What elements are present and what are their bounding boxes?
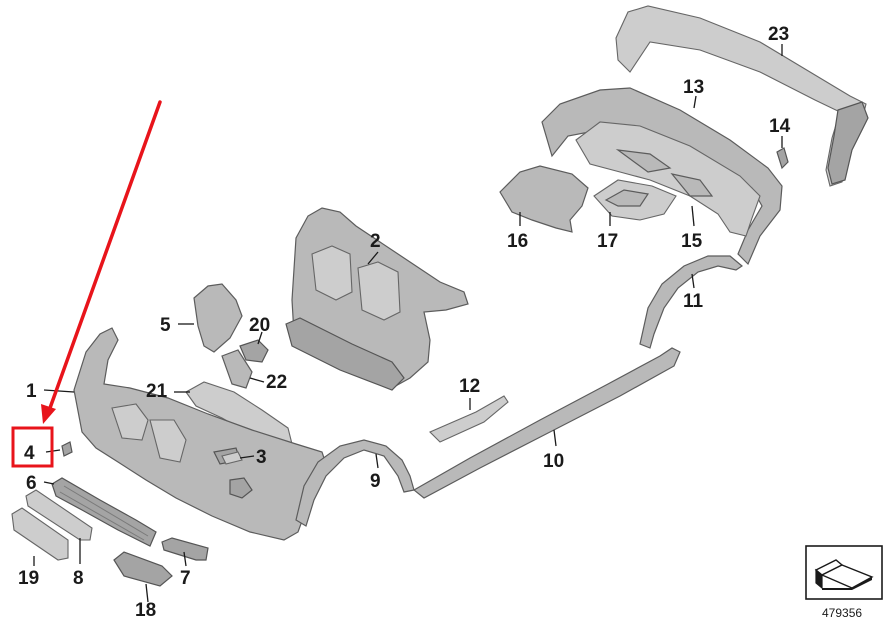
vehicle-view-icon: [814, 559, 874, 590]
part-clip-14: [776, 147, 789, 170]
part-emblem-3: [221, 451, 243, 465]
callout-21: 21: [146, 381, 168, 402]
part-arch-front-9: [295, 439, 415, 527]
part-radiator-support-2: [285, 207, 469, 391]
callout-8: 8: [73, 568, 84, 589]
part-shield-16: [499, 165, 589, 233]
callout-9: 9: [370, 471, 381, 492]
highlight-arrow: [48, 100, 162, 410]
callout-5: 5: [160, 315, 171, 336]
part-fog-trim-7: [161, 537, 209, 561]
part-sill-trim-12: [429, 395, 509, 443]
callout-17: 17: [597, 231, 618, 252]
callout-16: 16: [507, 231, 528, 252]
callout-13: 13: [683, 77, 704, 98]
callout-1: 1: [26, 381, 37, 402]
part-plate-17: [593, 179, 677, 221]
part-air-duct-5: [193, 283, 243, 353]
highlight-box: [11, 426, 54, 468]
leader-lines: [33, 44, 783, 603]
part-lower-strip-8: [25, 489, 93, 541]
part-bracket-22: [221, 349, 253, 389]
callout-7: 7: [180, 568, 191, 589]
reference-badge: 479356: [805, 545, 883, 620]
callout-18: 18: [135, 600, 156, 621]
callout-6: 6: [26, 473, 37, 494]
callout-15: 15: [681, 231, 703, 252]
part-lower-grille-6: [51, 477, 157, 547]
callout-3: 3: [256, 447, 267, 468]
callout-10: 10: [543, 451, 564, 472]
callout-11: 11: [683, 291, 704, 312]
callout-22: 22: [266, 372, 287, 393]
callout-labels: 1 2 3 4 5 6 7 8 9 10 11 12 13 14 15 16 1…: [18, 24, 791, 621]
part-clip-4: [61, 441, 73, 457]
part-side-sill-10: [412, 347, 681, 499]
part-rear-diffuser-15: [575, 121, 761, 237]
callout-19: 19: [18, 568, 39, 589]
part-fog-grille-18: [113, 551, 173, 587]
highlight-arrow-head: [41, 404, 56, 424]
part-rear-trim-23: [615, 5, 869, 187]
highlight-overlay: [11, 100, 162, 468]
callout-20: 20: [249, 315, 270, 336]
callout-14: 14: [769, 116, 791, 137]
callout-23: 23: [768, 24, 789, 45]
callout-4: 4: [24, 443, 35, 464]
part-bracket-20: [239, 339, 269, 363]
callout-2: 2: [370, 231, 381, 252]
part-arch-rear-11: [639, 255, 744, 349]
reference-number: 479356: [822, 606, 862, 620]
part-plate-19: [11, 507, 69, 561]
callout-12: 12: [459, 376, 480, 397]
